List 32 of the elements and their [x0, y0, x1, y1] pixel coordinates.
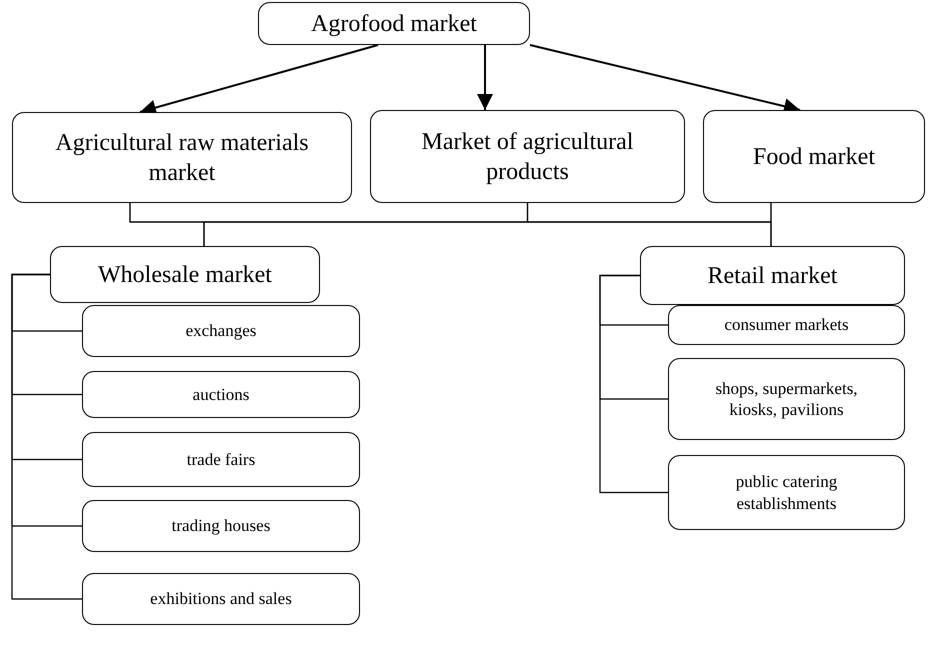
rounded-box: [50, 246, 320, 303]
box-label: exchanges: [186, 320, 256, 342]
box-label: trade fairs: [186, 448, 256, 470]
box-label: Food market: [753, 142, 875, 172]
box-label: Agrofood market: [311, 10, 477, 38]
box-label: Agricultural raw materials market: [54, 128, 310, 188]
rounded-box: [668, 455, 905, 530]
rounded-box: [640, 246, 905, 305]
connector-line: [599, 274, 668, 494]
box-label: Retail market: [708, 262, 838, 290]
box-label: Wholesale market: [98, 260, 272, 290]
connector-line: [770, 203, 772, 246]
rounded-box: [82, 573, 360, 625]
rounded-box: [668, 358, 905, 440]
rounded-box: [82, 500, 360, 552]
rounded-box: [82, 305, 360, 357]
connector-line: [11, 274, 82, 600]
rounded-box: [668, 305, 905, 345]
arrow: [477, 45, 493, 110]
rounded-box: [370, 110, 685, 203]
box-label: auctions: [192, 384, 250, 406]
rounded-box: [12, 112, 352, 203]
box-label: public catering establishments: [734, 471, 838, 514]
box-label: exhibitions and sales: [150, 588, 292, 610]
rounded-box: [82, 432, 360, 487]
box-label: shops, supermarkets, kiosks, pavilions: [714, 378, 859, 420]
rounded-box: [703, 110, 925, 203]
box-label: Market of agricultural products: [420, 128, 634, 186]
box-label: consumer markets: [724, 314, 849, 336]
rounded-box: [82, 371, 360, 418]
box-label: trading houses: [172, 515, 270, 537]
rounded-box: [258, 2, 530, 45]
